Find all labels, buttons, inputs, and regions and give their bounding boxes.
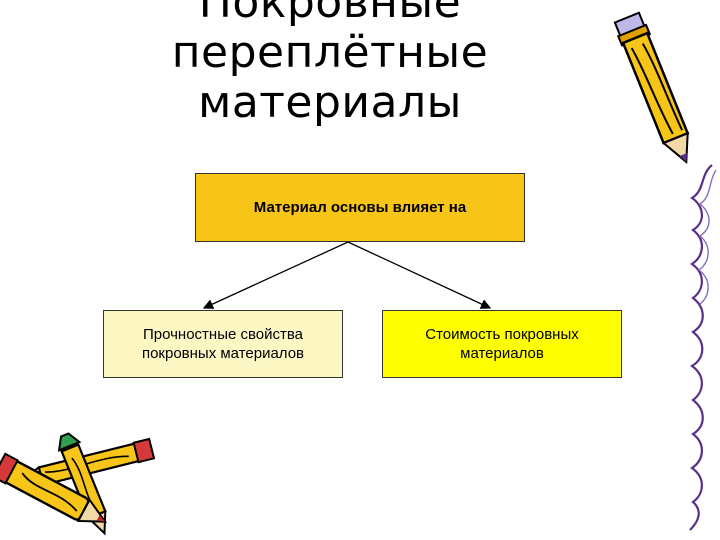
arrow-to-left-box: [202, 241, 349, 309]
title-line-3: материалы: [198, 77, 462, 128]
child-node-cost: Стоимость покровных материалов: [382, 310, 622, 378]
child-node-cost-label: Стоимость покровных материалов: [425, 326, 579, 362]
arrow-to-right-box: [347, 241, 492, 309]
child-node-strength-label: Прочностные свойства покровных материало…: [141, 326, 305, 362]
child-node-strength: Прочностные свойства покровных материало…: [103, 310, 343, 378]
root-node-label: Материал основы влияет на: [253, 199, 467, 216]
slide-title: Покровные переплётные материалы: [110, 0, 550, 128]
title-line-1: Покровные: [198, 0, 462, 28]
root-node: Материал основы влияет на: [195, 173, 525, 242]
title-line-2: переплётные: [171, 27, 489, 78]
